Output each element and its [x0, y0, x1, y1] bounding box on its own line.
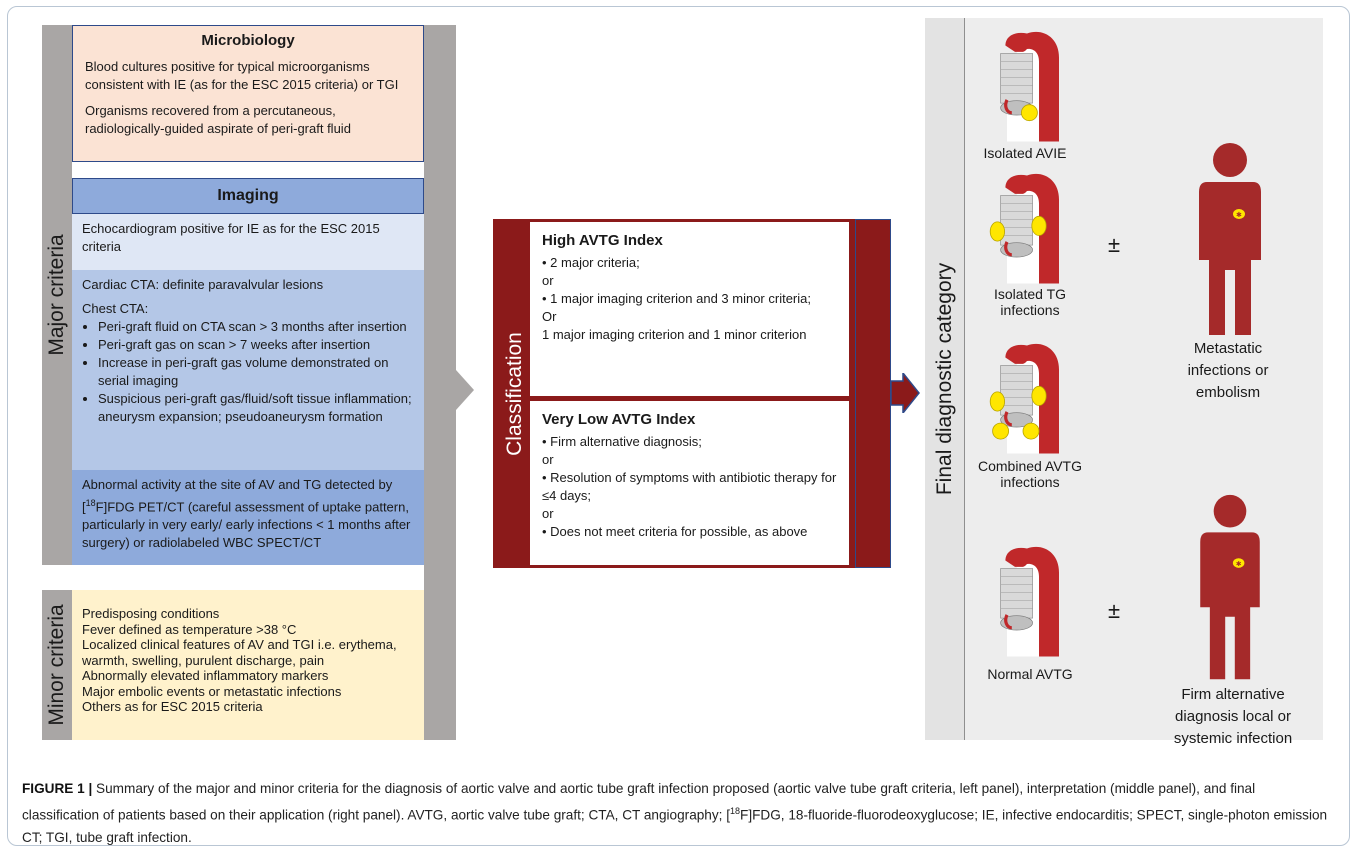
- caption-text-pre: Summary of the major and minor criteria …: [22, 781, 1256, 823]
- imaging-echo-box: Echocardiogram positive for IE as for th…: [72, 214, 424, 270]
- major-criteria-sidebar: Major criteria: [42, 25, 72, 565]
- plus-minus-bottom: ±: [1108, 598, 1121, 623]
- pet-text-sup: 18: [85, 498, 96, 508]
- pet-text-pre: Abnormal activity at the site of AV and …: [82, 477, 393, 515]
- svg-text:✱: ✱: [1236, 560, 1242, 568]
- minor-criterion: Major embolic events or metastatic infec…: [82, 683, 342, 699]
- high-avtg-box: High AVTG Index • 2 major criteria; or •…: [529, 221, 850, 397]
- normal-avtg-graft-image: [998, 545, 1061, 658]
- imaging-pet-box: Abnormal activity at the site of AV and …: [72, 470, 424, 565]
- category-label: Normal AVTG: [987, 666, 1073, 682]
- body-figure-icon: ✱: [1200, 494, 1260, 680]
- caption-text-post: F]FDG, 18-fluoride-fluorodeoxyglucose; I…: [22, 807, 1328, 845]
- minor-criteria-label: Minor criteria: [45, 604, 68, 726]
- low-avtg-box: Very Low AVTG Index • Firm alternative d…: [529, 400, 850, 566]
- high-avtg-line: or: [542, 273, 554, 288]
- minor-criterion: Fever defined as temperature >38 °C: [82, 621, 297, 637]
- low-avtg-line: or: [542, 506, 554, 521]
- microbiology-box: Microbiology Blood cultures positive for…: [72, 25, 424, 162]
- category-label: Combined AVTG infections: [977, 458, 1082, 490]
- figure-caption: FIGURE 1 | Summary of the major and mino…: [22, 778, 1332, 849]
- chest-cta-heading: Chest CTA:: [82, 301, 149, 316]
- microbiology-text-1: Blood cultures positive for typical micr…: [85, 59, 399, 92]
- final-category-sidebar: Final diagnostic category: [925, 18, 965, 740]
- high-avtg-line: • 2 major criteria;: [542, 255, 640, 270]
- microbiology-title: Microbiology: [201, 32, 295, 49]
- imaging-cta-box: Cardiac CTA: definite paravalvular lesio…: [72, 270, 424, 470]
- low-avtg-line: or: [542, 452, 554, 467]
- chest-cta-item: Peri-graft gas on scan > 7 weeks after i…: [98, 336, 414, 354]
- minor-criteria-box: Predisposing conditions Fever defined as…: [72, 590, 424, 740]
- figure-frame: [7, 6, 1350, 846]
- svg-text:✱: ✱: [1236, 211, 1242, 219]
- major-criteria-label: Major criteria: [45, 234, 68, 356]
- caption-label: FIGURE 1 |: [22, 781, 93, 796]
- middle-to-right-arrow: [891, 373, 920, 413]
- chest-cta-list: Peri-graft fluid on CTA scan > 3 months …: [82, 318, 414, 426]
- category-label: Isolated AVIE: [983, 145, 1067, 161]
- low-avtg-title: Very Low AVTG Index: [542, 411, 696, 428]
- chest-cta-item: Peri-graft fluid on CTA scan > 3 months …: [98, 318, 414, 336]
- minor-criteria-sidebar: Minor criteria: [42, 590, 72, 740]
- classification-right-border: [855, 219, 891, 568]
- isolated-avie-graft-image: [998, 30, 1061, 143]
- low-avtg-line: • Resolution of symptoms with antibiotic…: [542, 470, 837, 503]
- chest-cta-item: Increase in peri-graft gas volume demons…: [98, 354, 414, 390]
- classification-label: Classification: [503, 331, 526, 456]
- category-label: Isolated TG infections: [993, 286, 1067, 318]
- high-avtg-line: Or: [542, 309, 557, 324]
- imaging-echo-text: Echocardiogram positive for IE as for th…: [82, 221, 380, 254]
- pet-text-post: F]FDG PET/CT (careful assessment of upta…: [82, 499, 411, 551]
- imaging-title: Imaging: [72, 178, 424, 214]
- final-category-panel: [925, 18, 1323, 740]
- isolated-tg-graft-image: [989, 172, 1061, 285]
- high-avtg-line: • 1 major imaging criterion and 3 minor …: [542, 291, 811, 306]
- cardiac-cta-text: Cardiac CTA: definite paravalvular lesio…: [82, 277, 324, 292]
- high-avtg-title: High AVTG Index: [542, 232, 663, 249]
- high-avtg-line: 1 major imaging criterion and 1 minor cr…: [542, 327, 807, 342]
- imaging-title-text: Imaging: [217, 187, 279, 204]
- final-category-label: Final diagnostic category: [932, 262, 956, 496]
- left-to-middle-arrow: [456, 370, 474, 410]
- microbiology-text-2: Organisms recovered from a percutaneous,…: [85, 103, 351, 136]
- minor-criterion: Localized clinical features of AV and TG…: [82, 637, 397, 668]
- minor-criterion: Predisposing conditions: [82, 606, 220, 621]
- caption-sup: 18: [730, 806, 741, 816]
- combined-avtg-graft-image: [989, 342, 1061, 455]
- left-panel-right-bar: [424, 25, 456, 740]
- body-figure-icon: ✱: [1199, 143, 1261, 335]
- outcome-bottom-label: Firm alternative diagnosis local or syst…: [1173, 686, 1293, 747]
- minor-criterion: Abnormally elevated inflammatory markers: [82, 668, 329, 683]
- low-avtg-line: • Firm alternative diagnosis;: [542, 434, 702, 449]
- low-avtg-line: • Does not meet criteria for possible, a…: [542, 524, 808, 539]
- outcome-top-label: Metastatic infections or embolism: [1187, 340, 1269, 401]
- minor-criterion: Others as for ESC 2015 criteria: [82, 699, 263, 714]
- plus-minus-top: ±: [1108, 232, 1121, 257]
- chest-cta-item: Suspicious peri-graft gas/fluid/soft tis…: [98, 390, 414, 426]
